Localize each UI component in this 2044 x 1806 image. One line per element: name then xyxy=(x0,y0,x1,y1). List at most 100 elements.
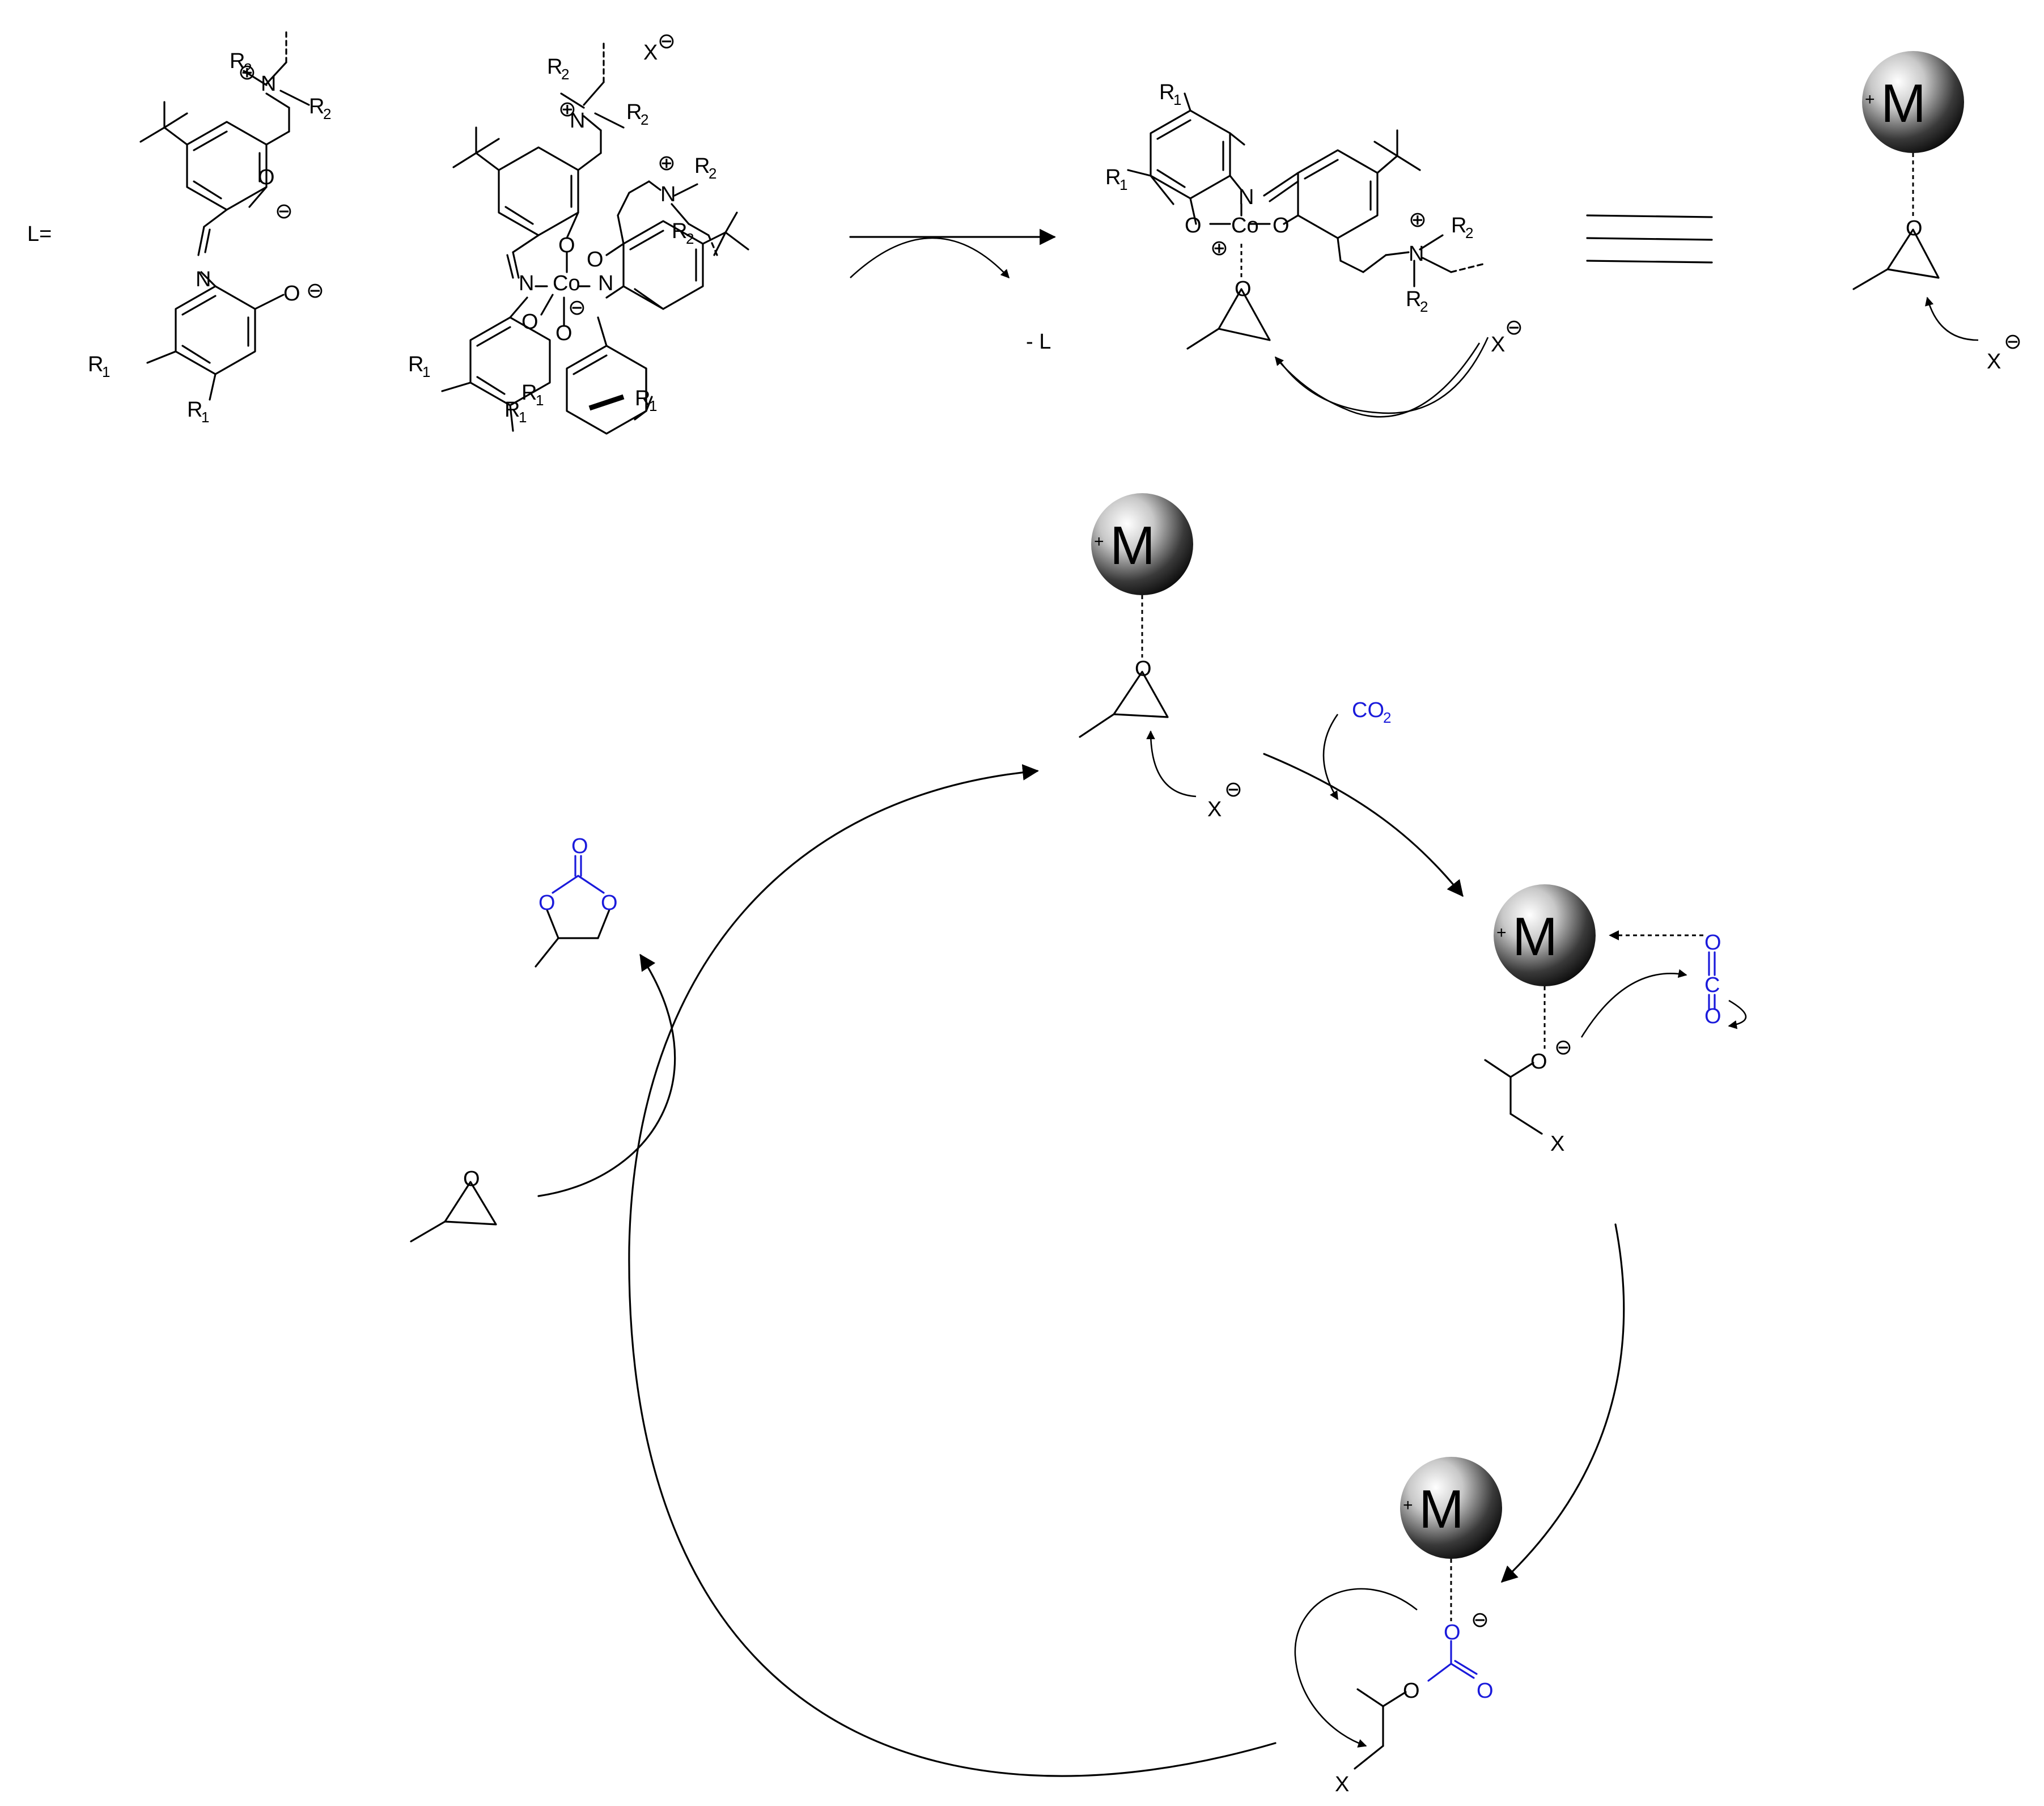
co-R2-right-a: R xyxy=(694,154,710,178)
act-O-right: O xyxy=(1273,214,1290,238)
product-O-ring-right: O xyxy=(601,891,618,915)
co-O-top: O xyxy=(558,234,575,257)
act-R2-a: R xyxy=(1451,214,1466,238)
co-R2-top-a-sub: 2 xyxy=(561,66,569,83)
cycle3-metal-charge: + xyxy=(1403,1496,1413,1515)
ligand-O-upper-charge: ⊖ xyxy=(275,200,293,223)
act-anion: X xyxy=(1491,333,1505,357)
co-N-plus-top: N xyxy=(570,109,585,133)
incoming-propylene-oxide xyxy=(410,1181,497,1243)
ligand-R2-b: R xyxy=(309,95,324,118)
co-O-right: O xyxy=(587,248,604,272)
co-N-plus-right: N xyxy=(660,183,676,206)
act-R2-a-sub: 2 xyxy=(1465,224,1473,241)
ligand-R1-a: R xyxy=(88,353,103,376)
co2-label: CO xyxy=(1352,698,1384,722)
cycle1-metal-label: M xyxy=(1110,515,1155,576)
act-N-plus-charge: ⊕ xyxy=(1409,208,1427,232)
cycle-arc-product-release xyxy=(537,953,676,1197)
ligand-R1-b-sub: 1 xyxy=(201,409,209,426)
cycle3-halide: X xyxy=(1335,1773,1349,1796)
top-anion: X xyxy=(1987,350,2001,374)
act-attack-arrow xyxy=(1275,342,1481,418)
cycle3-O-ester: O xyxy=(1403,1679,1420,1703)
co-counter-anion: X xyxy=(643,41,658,65)
co-N-left: N xyxy=(519,272,534,295)
act-R2-b-sub: 2 xyxy=(1420,298,1428,315)
cycle2-metal-charge: + xyxy=(1496,923,1507,942)
cycle3-O-charge: ⊖ xyxy=(1471,1608,1489,1632)
act-N: N xyxy=(1239,185,1254,209)
simplified-catalyst-top xyxy=(1852,51,1979,341)
co2-entry-arrow xyxy=(1322,714,1339,800)
cycle2-co2-O1: O xyxy=(1704,931,1721,955)
co-atom: Co xyxy=(553,272,580,295)
act-epoxide-O: O xyxy=(1235,277,1252,301)
co-counter-anion-charge: ⊖ xyxy=(658,29,676,53)
ligand-N-plus-charge: ⊕ xyxy=(238,61,256,84)
co2-label-sub: 2 xyxy=(1383,709,1391,726)
co-R2-right-b-sub: 2 xyxy=(686,230,694,247)
act-anion-charge: ⊖ xyxy=(1505,316,1523,340)
cycle1-anion: X xyxy=(1207,798,1222,821)
act-Co-charge: ⊕ xyxy=(1210,236,1228,260)
ligand-structure xyxy=(139,30,310,401)
cycle-main-arc xyxy=(628,764,1277,1777)
co-N-right: N xyxy=(598,272,613,295)
ligand-N: N xyxy=(196,268,211,291)
cycle-arc-co2-insertion xyxy=(1263,753,1464,897)
act-R1-top-sub: 1 xyxy=(1173,91,1181,108)
co-N-plus-top-charge: ⊕ xyxy=(558,97,576,121)
cycle2-co2-C: C xyxy=(1704,973,1720,997)
ligand-label: L= xyxy=(27,222,52,246)
product-O-ring-left: O xyxy=(538,891,555,915)
incoming-epoxide-O: O xyxy=(463,1167,480,1191)
cycle2-alkoxide-charge: ⊖ xyxy=(1554,1036,1572,1059)
cycle3-O-carbonyl: O xyxy=(1477,1679,1494,1703)
cycle-arc-to-carbonate xyxy=(1500,1223,1625,1583)
co-N-plus-right-charge: ⊕ xyxy=(658,151,676,175)
cycle1-anion-charge: ⊖ xyxy=(1224,778,1242,802)
co-R2-top-a: R xyxy=(547,55,562,79)
co-R2-right-a-sub: 2 xyxy=(709,165,716,182)
ligand-N-plus: N xyxy=(261,72,276,96)
ligand-O-lower: O xyxy=(283,282,300,306)
ligand-R2-a-sub: 2 xyxy=(244,60,252,77)
act-N-plus: N xyxy=(1409,242,1424,266)
cobalt-complex-structure xyxy=(441,41,749,435)
cycle2-co2-O2: O xyxy=(1704,1004,1721,1028)
act-R2-b: R xyxy=(1406,287,1421,311)
equivalence-sign xyxy=(1586,214,1713,264)
co-R1-d: R xyxy=(635,387,650,410)
ligand-loss-arrow xyxy=(849,228,1056,279)
activated-complex-structure xyxy=(1127,92,1486,350)
cycle-species-coordinated-epoxide xyxy=(1079,493,1197,798)
co-R1-d-sub: 1 xyxy=(649,397,657,414)
co-O-left-down: O xyxy=(521,310,538,334)
cycle3-O-metal: O xyxy=(1444,1621,1461,1644)
cycle3-metal-label: M xyxy=(1419,1479,1464,1540)
co-R2-top-b-sub: 2 xyxy=(641,111,648,128)
ligand-R2-a: R xyxy=(230,49,245,73)
ligand-R2-b-sub: 2 xyxy=(323,105,331,122)
act-R1-left-sub: 1 xyxy=(1119,176,1127,193)
act-Co: Co xyxy=(1231,214,1259,238)
cycle2-alkoxide-O: O xyxy=(1530,1050,1547,1074)
ligand-R1-a-sub: 1 xyxy=(102,363,110,380)
top-epoxide-O: O xyxy=(1906,217,1923,240)
cycle1-metal-charge: + xyxy=(1094,532,1104,551)
product-O-carbonyl: O xyxy=(571,834,588,858)
cycle1-epoxide-O: O xyxy=(1135,657,1152,681)
act-R1-left: R xyxy=(1105,166,1121,189)
act-attack-arrow-inner xyxy=(1280,337,1489,414)
ligand-O-lower-charge: ⊖ xyxy=(306,279,324,303)
act-O-left: O xyxy=(1185,214,1202,238)
co-R1-c: R xyxy=(521,381,537,405)
act-R1-top: R xyxy=(1159,80,1174,104)
co-O-charge: ⊖ xyxy=(568,296,586,320)
co-R1-c-sub: 1 xyxy=(536,392,544,409)
cycle-species-carbonate xyxy=(1294,1457,1502,1770)
cycle-species-alkoxide xyxy=(1484,884,1747,1135)
co-R1-b-sub: 1 xyxy=(519,409,527,426)
